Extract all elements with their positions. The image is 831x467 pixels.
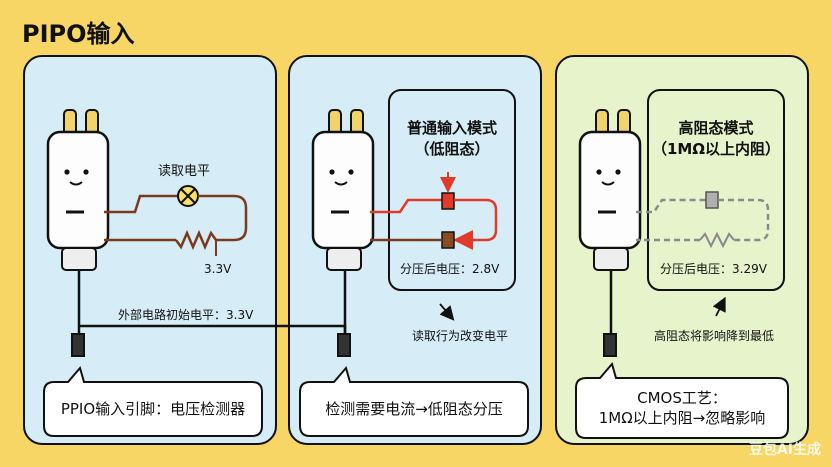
note-2: 读取行为改变电平 [412, 329, 509, 343]
voltage-label: 3.3V [204, 262, 232, 276]
resistor-3 [699, 231, 735, 249]
bubble-3-line2: 1MΩ以上内阻→忽略影响 [598, 409, 766, 427]
note-3: 高阻态将影响降到最低 [654, 329, 775, 343]
bubble-3-line1: CMOS工艺： [637, 389, 727, 407]
pin-3 [603, 333, 617, 357]
bubble-3 [575, 361, 789, 439]
bubble-2 [299, 365, 529, 437]
high-z-mode-title-line2: （1MΩ以上内阻） [651, 140, 781, 158]
chip-1 [46, 109, 110, 271]
pin-1 [71, 333, 85, 357]
normal-mode-title-line1: 普通输入模式 [406, 119, 497, 137]
normal-mode-box [388, 89, 516, 291]
divided-voltage-label-2: 分压后电压：2.8V [400, 262, 500, 276]
red-resistor [441, 192, 455, 210]
circuit-2 [370, 172, 498, 250]
bubble-1-text: PPIO输入引脚：电压检测器 [60, 400, 246, 418]
normal-mode-title-line2: （低阻态） [414, 140, 490, 158]
link-label: 外部电路初始电平：3.3V [118, 308, 254, 322]
chip-2 [311, 109, 375, 271]
bubble-1 [43, 365, 263, 437]
circuit-3 [636, 191, 770, 249]
note-arrow-3 [712, 296, 726, 317]
circuit-1 [104, 185, 248, 256]
pin-2 [337, 333, 351, 357]
bubble-2-text: 检测需要电流→低阻态分压 [325, 400, 503, 418]
gray-resistor [705, 191, 719, 209]
divided-voltage-label-3: 分压后电压：3.29V [660, 262, 767, 276]
high-z-mode-title: 高阻态模式 （1MΩ以上内阻） [648, 118, 784, 160]
high-z-mode-box [647, 89, 785, 291]
bubble-3-text: CMOS工艺： 1MΩ以上内阻→忽略影响 [576, 388, 788, 428]
page-title: PIPO输入 [22, 20, 135, 48]
resistor-1 [174, 229, 218, 251]
brown-resistor [441, 231, 455, 249]
note-arrow-2 [439, 303, 455, 321]
read-level-label: 读取电平 [158, 164, 211, 179]
high-z-mode-title-line1: 高阻态模式 [678, 119, 754, 137]
normal-mode-title: 普通输入模式 （低阻态） [389, 118, 515, 160]
watermark: 豆包AI生成 [748, 442, 821, 458]
chip-3 [578, 109, 642, 271]
